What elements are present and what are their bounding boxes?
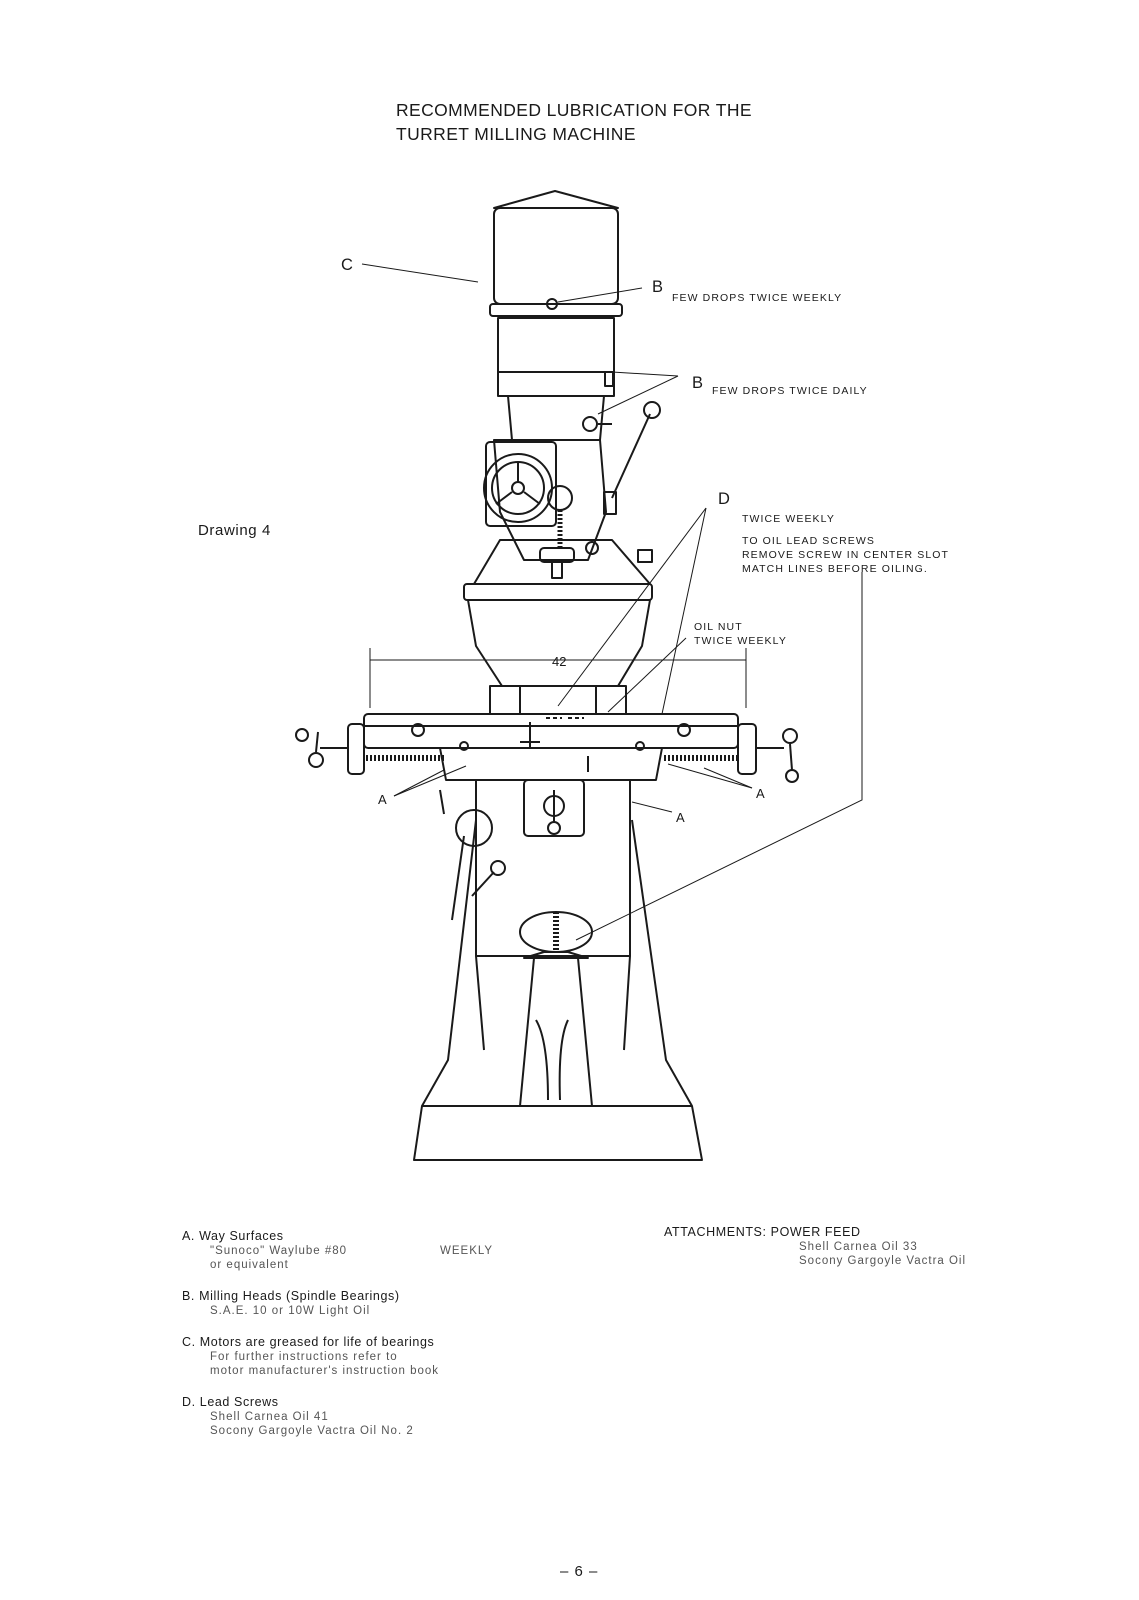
legend-head: B. Milling Heads (Spindle Bearings) bbox=[182, 1289, 400, 1303]
callout-b-top-text: FEW DROPS TWICE WEEKLY bbox=[672, 292, 842, 304]
drawing-label: Drawing 4 bbox=[198, 522, 271, 539]
legend-item-motors: C. Motors are greased for life of bearin… bbox=[182, 1334, 542, 1378]
dimension-label: 42 bbox=[552, 654, 566, 669]
table bbox=[363, 713, 739, 749]
callout-d-line-1: TWICE WEEKLY bbox=[742, 513, 835, 525]
attachments-line: Shell Carnea Oil 33 bbox=[799, 1241, 918, 1253]
spindle bbox=[539, 547, 575, 563]
head-body bbox=[493, 439, 607, 561]
callout-b-top: B bbox=[652, 278, 663, 296]
title-line-2: TURRET MILLING MACHINE bbox=[396, 124, 636, 144]
callout-a-left: A bbox=[378, 792, 387, 807]
legend-line: Socony Gargoyle Vactra Oil No. 2 bbox=[210, 1425, 414, 1437]
legend-line: Shell Carnea Oil 41 bbox=[210, 1411, 329, 1423]
legend-head: A. Way Surfaces bbox=[182, 1229, 284, 1243]
legend-line: S.A.E. 10 or 10W Light Oil bbox=[210, 1305, 371, 1317]
callout-a-right-leader-2 bbox=[667, 763, 753, 789]
oil-nut-line-2: TWICE WEEKLY bbox=[694, 635, 787, 647]
callout-b-top-leader bbox=[557, 287, 643, 303]
legend-line: "Sunoco" Waylube #80 bbox=[210, 1245, 348, 1257]
callout-d: D bbox=[718, 490, 730, 508]
callout-d-leader-2 bbox=[661, 507, 707, 715]
base bbox=[413, 1105, 703, 1161]
legend-line: or equivalent bbox=[210, 1259, 289, 1271]
callout-d-line-2: TO OIL LEAD SCREWS bbox=[742, 535, 875, 547]
callout-c-leader bbox=[361, 263, 479, 283]
attachments-head: ATTACHMENTS: POWER FEED bbox=[664, 1225, 861, 1239]
legend-head: D. Lead Screws bbox=[182, 1395, 279, 1409]
knee-crank bbox=[455, 809, 493, 847]
legend-line: For further instructions refer to bbox=[210, 1351, 398, 1363]
belt-housing bbox=[497, 317, 615, 397]
attachments-section: ATTACHMENTS: POWER FEED Shell Carnea Oil… bbox=[664, 1224, 1024, 1268]
callout-d-line-3: REMOVE SCREW IN CENTER SLOT bbox=[742, 549, 949, 561]
callout-a-right: A bbox=[756, 786, 765, 801]
callout-b-mid: B bbox=[692, 374, 703, 392]
callout-d-leader-1 bbox=[557, 507, 707, 707]
oil-nut-leader bbox=[607, 637, 687, 713]
callout-d-line-4: MATCH LINES BEFORE OILING. bbox=[742, 563, 928, 575]
oil-nut-line-1: OIL NUT bbox=[694, 621, 743, 633]
legend-line: motor manufacturer's instruction book bbox=[210, 1365, 440, 1377]
callout-a-left-leader-1 bbox=[393, 769, 445, 797]
legend-item-lead-screws: D. Lead Screws Shell Carnea Oil 41 Socon… bbox=[182, 1394, 542, 1438]
callout-a-left-leader-2 bbox=[393, 765, 467, 797]
motor bbox=[493, 207, 619, 305]
lead-screw-leader bbox=[575, 572, 863, 941]
motor-cap bbox=[493, 190, 619, 209]
column bbox=[421, 819, 693, 1107]
callout-c: C bbox=[341, 256, 353, 274]
saddle bbox=[439, 747, 663, 781]
callout-b-mid-text: FEW DROPS TWICE DAILY bbox=[712, 385, 868, 397]
legend-item-way-surfaces: A. Way Surfaces "Sunoco" Waylube #80 or … bbox=[182, 1228, 542, 1272]
attachments-line: Socony Gargoyle Vactra Oil bbox=[799, 1255, 967, 1267]
callout-b-mid-leader-1 bbox=[611, 371, 679, 377]
callout-a-right-leader-1 bbox=[703, 767, 753, 789]
legend-head: C. Motors are greased for life of bearin… bbox=[182, 1335, 435, 1349]
page-number: – 6 – bbox=[560, 1563, 599, 1580]
callout-a-center: A bbox=[676, 810, 685, 825]
quill-lever bbox=[611, 413, 651, 499]
callout-a-center-leader bbox=[631, 801, 673, 813]
legend-frequency: WEEKLY bbox=[440, 1245, 494, 1257]
legend-item-milling-heads: B. Milling Heads (Spindle Bearings) S.A.… bbox=[182, 1288, 542, 1318]
page-title: RECOMMENDED LUBRICATION FOR THE TURRET M… bbox=[396, 98, 752, 146]
ram bbox=[467, 599, 651, 687]
lubrication-legend: A. Way Surfaces "Sunoco" Waylube #80 or … bbox=[182, 1228, 542, 1454]
title-line-1: RECOMMENDED LUBRICATION FOR THE bbox=[396, 100, 752, 120]
callout-b-mid-leader-2 bbox=[597, 375, 679, 415]
turret-ring bbox=[463, 583, 653, 601]
